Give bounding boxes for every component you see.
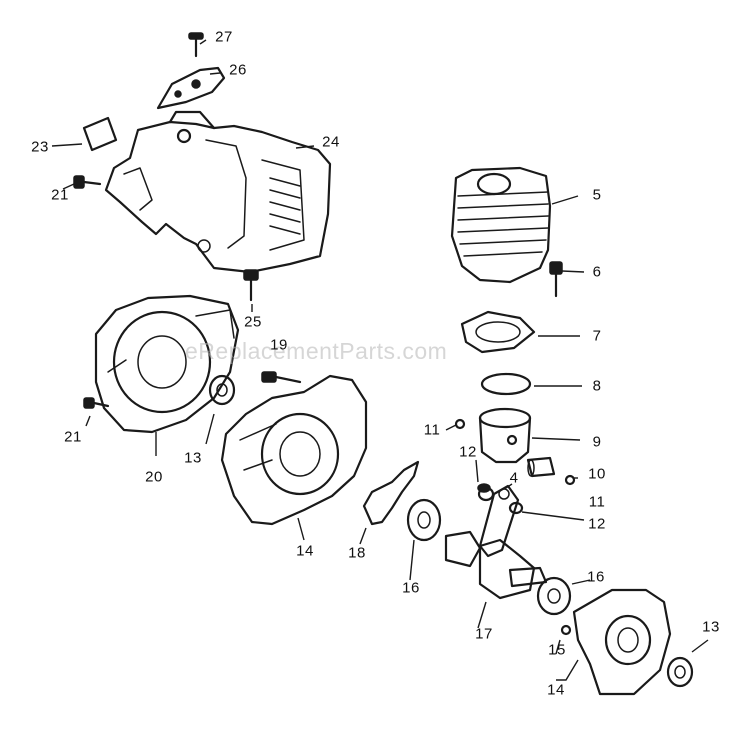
callout-15: 15 [548, 641, 566, 659]
callout-21-lower: 21 [64, 428, 82, 446]
callout-11-upper: 11 [423, 421, 441, 439]
part-needle-bearing-12-left [477, 483, 495, 502]
callout-17: 17 [475, 625, 493, 643]
part-crankcase-half-14-right [572, 588, 672, 696]
callout-14-right: 14 [547, 681, 565, 699]
callout-20: 20 [145, 468, 163, 486]
callout-4: 4 [509, 469, 519, 487]
part-bolt-19 [261, 371, 302, 384]
part-wrist-pin-10 [526, 456, 556, 478]
part-bolt-25 [243, 269, 259, 302]
part-bolt-21-lower [83, 397, 110, 409]
callout-5: 5 [592, 186, 602, 204]
callout-8: 8 [592, 377, 602, 395]
part-bearing-16-left [406, 498, 442, 542]
callout-19: 19 [270, 336, 288, 354]
callout-26: 26 [229, 61, 247, 79]
part-label-23 [82, 116, 118, 152]
part-crankcase-14 [220, 374, 368, 526]
part-connecting-rod-4 [478, 484, 520, 558]
part-bolt-21-upper [73, 175, 102, 189]
part-gasket-18 [362, 460, 420, 526]
part-clip-11-lower [564, 474, 576, 486]
callout-27: 27 [215, 28, 233, 46]
part-piston-9 [478, 407, 532, 464]
callout-6: 6 [592, 263, 602, 281]
callout-12-lower: 12 [588, 515, 606, 533]
callout-7: 7 [592, 327, 602, 345]
callout-leader-lines [51, 39, 709, 681]
part-seal-13-lower [666, 656, 694, 688]
callout-13-lower: 13 [702, 618, 720, 636]
callout-16-right: 16 [587, 568, 605, 586]
callout-10: 10 [588, 465, 606, 483]
callout-12-upper: 12 [459, 443, 477, 461]
watermark: eReplacementParts.com [185, 338, 448, 364]
part-clip-15 [560, 624, 572, 636]
part-crankshaft-17 [444, 530, 548, 600]
part-cylinder-5 [450, 166, 552, 284]
part-engine-cover-24 [104, 110, 332, 274]
callout-13-upper: 13 [184, 449, 202, 467]
part-screw-27 [188, 32, 204, 58]
callout-9: 9 [592, 433, 602, 451]
part-piston-ring-8 [480, 372, 532, 396]
part-bolt-6 [549, 261, 563, 298]
part-clip-11-upper [454, 418, 466, 430]
callout-18: 18 [348, 544, 366, 562]
callout-23: 23 [31, 138, 49, 156]
callout-14-crankcase: 14 [296, 542, 314, 560]
part-cover-plate-26 [156, 66, 226, 110]
part-seal-13-upper [208, 374, 236, 406]
part-gasket-7 [460, 310, 536, 354]
part-fan-housing-20 [94, 294, 240, 434]
callout-24: 24 [322, 133, 340, 151]
callout-16-left: 16 [402, 579, 420, 597]
part-bearing-16-right [536, 576, 572, 616]
callout-21-upper: 21 [51, 186, 69, 204]
callout-25: 25 [244, 313, 262, 331]
callout-11-lower: 11 [588, 493, 606, 511]
